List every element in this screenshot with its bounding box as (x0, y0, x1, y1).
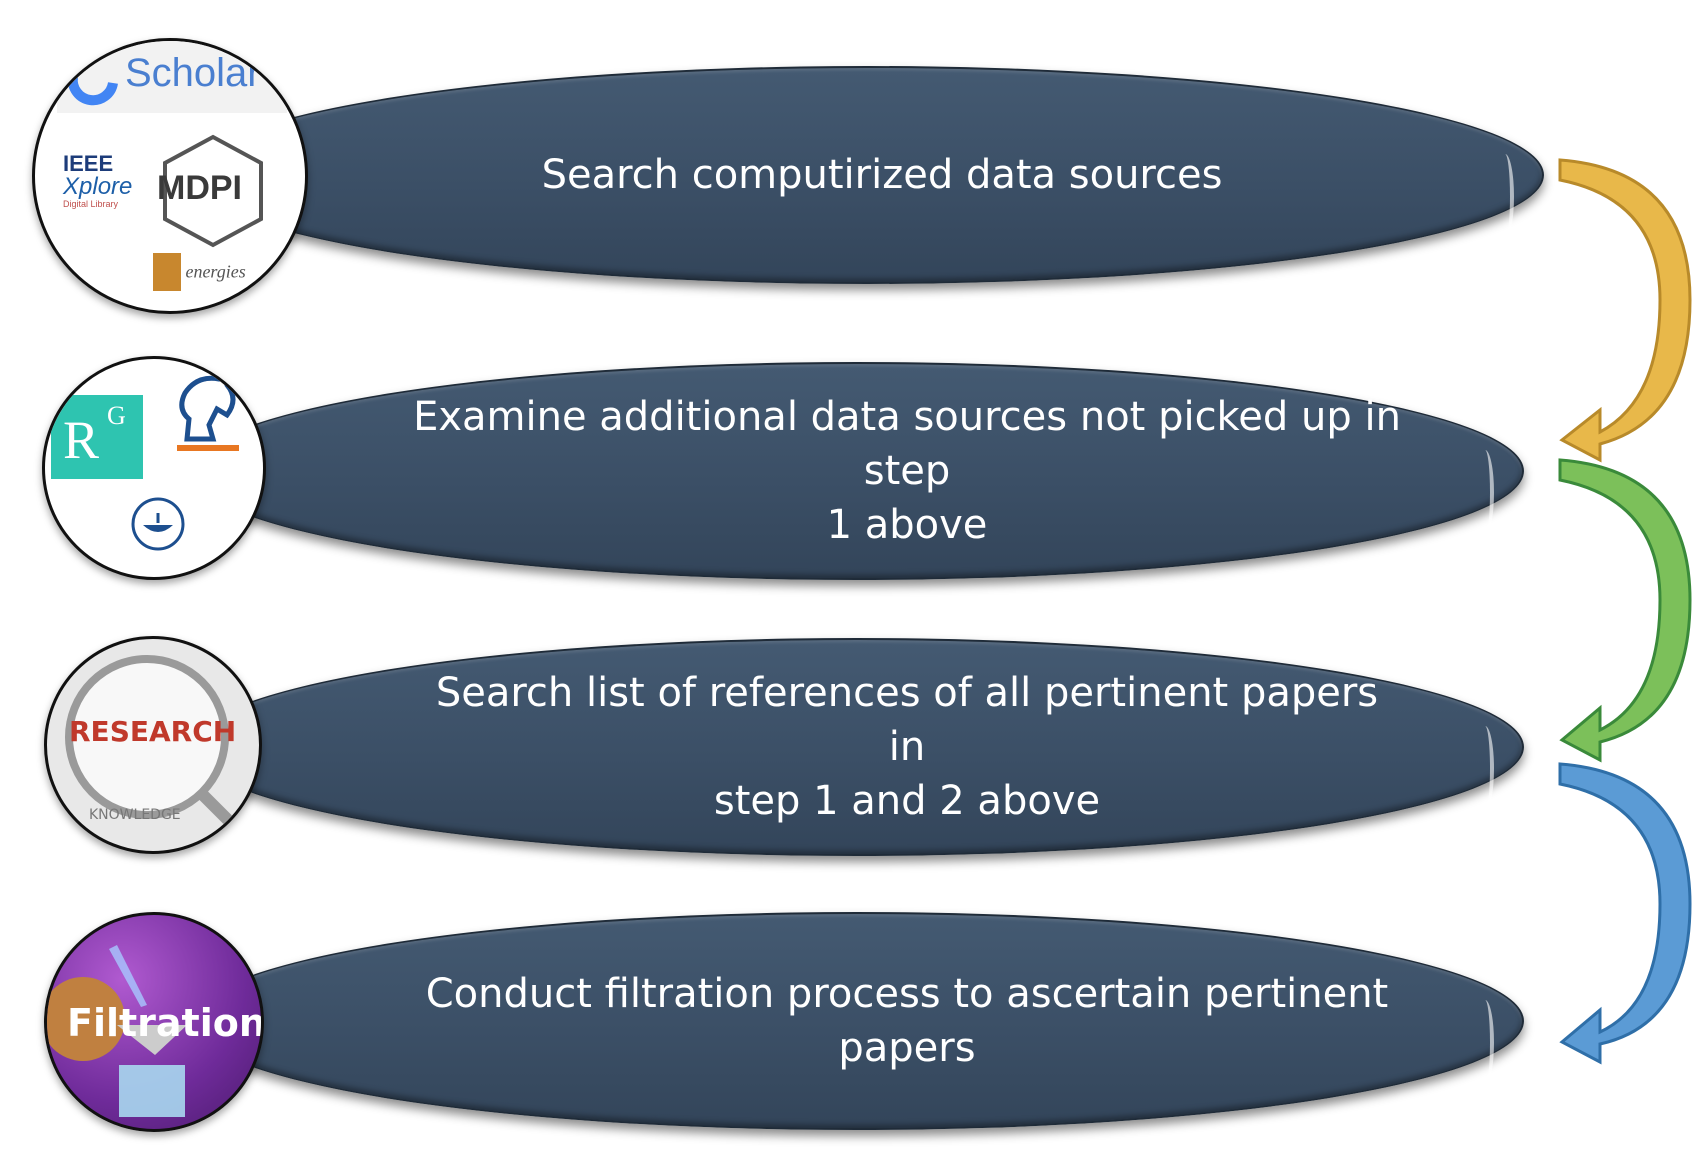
ieee-label: IEEE (63, 151, 114, 176)
arrow-step1-to-step2 (1558, 158, 1692, 463)
database-logos-circle: Scholar IEEE Xplore Digital Library MDPI… (32, 38, 308, 314)
research-magnifier-circle: RESEARCH KNOWLEDGE (44, 636, 262, 854)
additional-sources-circle: R G (42, 356, 266, 580)
digital-library-label: Digital Library (63, 199, 119, 209)
scholar-label: Scholar (125, 51, 261, 95)
step-3-capsule: Search list of references of all pertine… (190, 638, 1524, 856)
filtration-label: Filtration (67, 1001, 264, 1045)
xplore-label: Xplore (63, 173, 133, 200)
step-2-capsule: Examine additional data sources not pick… (190, 362, 1524, 580)
energies-label: energies (185, 261, 246, 282)
arrow-step3-to-step4 (1558, 762, 1692, 1065)
mdpi-label: MDPI (157, 169, 242, 207)
step-1-capsule: Search computirized data sources (190, 66, 1544, 284)
research-label: RESEARCH (69, 715, 237, 748)
step-4-capsule: Conduct filtration process to ascertain … (190, 912, 1524, 1130)
magnifying-glass-icon (65, 655, 250, 842)
lamp-emblem-icon (131, 497, 185, 551)
step-1-text: Search computirized data sources (541, 152, 1223, 198)
energies-icon (153, 253, 181, 291)
mdpi-hexagon-icon (163, 134, 263, 248)
google-g-icon (67, 56, 118, 106)
knowledge-label: KNOWLEDGE (89, 807, 181, 823)
step-4-text: Conduct filtration process to ascertain … (425, 971, 1389, 1071)
arrow-step2-to-step3 (1558, 458, 1692, 763)
step-3-text: Search list of references of all pertine… (435, 670, 1379, 824)
energies-logo: energies (153, 253, 246, 291)
researchgate-logo: R G (51, 395, 143, 479)
funnel-icon (47, 945, 187, 1117)
rg-r-label: R (63, 410, 100, 470)
step-2-text: Examine additional data sources not pick… (413, 394, 1401, 548)
ieee-xplore-logo: IEEE Xplore Digital Library (63, 151, 153, 210)
knight-horse-icon (177, 369, 239, 451)
rg-g-label: G (107, 401, 126, 430)
google-scholar-logo: Scholar (57, 41, 287, 113)
filtration-circle: Filtration (44, 912, 264, 1132)
